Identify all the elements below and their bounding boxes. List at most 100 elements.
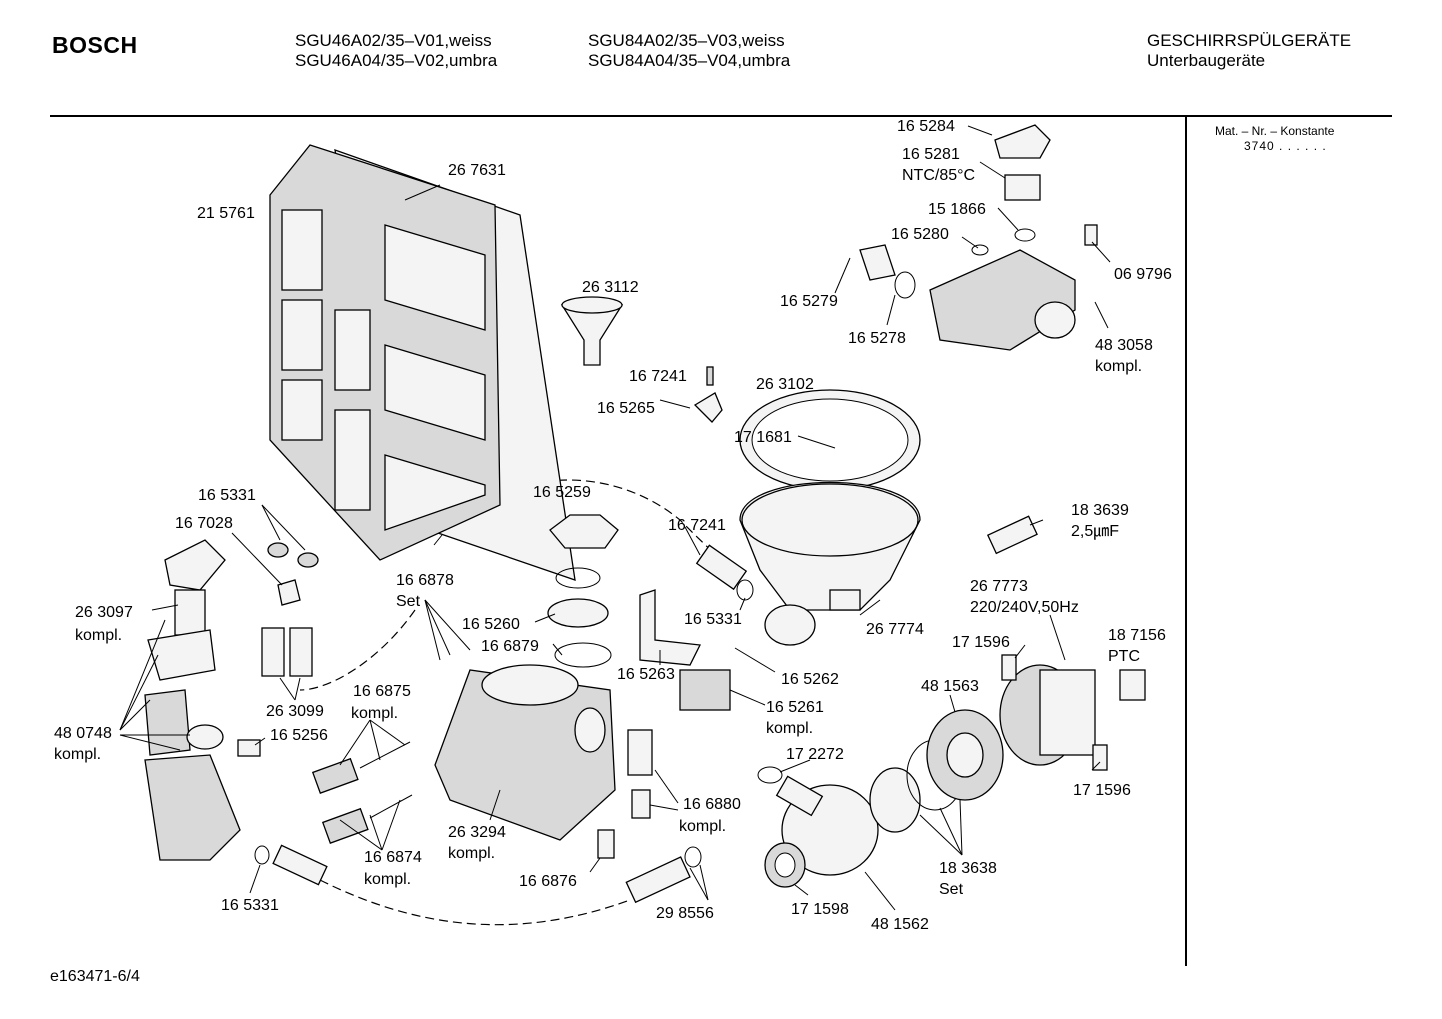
part-label: 16 5284 (897, 118, 955, 135)
leader-line (339, 719, 371, 766)
o-ring (684, 846, 702, 868)
part-label: 48 1563 (921, 678, 979, 695)
part-label: PTC (1108, 648, 1140, 665)
leader-line (967, 125, 993, 136)
o-ring (736, 579, 754, 601)
model-line: SGU84A02/35–V03,weiss (588, 31, 785, 50)
leader-line (369, 719, 406, 746)
insulation-segment (384, 224, 486, 331)
leader-line (534, 613, 556, 623)
model-line: SGU84A04/35–V04,umbra (588, 51, 791, 70)
part-label: 16 6874 (364, 849, 422, 866)
part-label: 220/240V,50Hz (970, 599, 1079, 616)
corrugated-hose (625, 856, 691, 904)
leader-line (949, 694, 956, 713)
sump-outlet (829, 589, 861, 611)
heater-pump-body (1039, 669, 1096, 756)
leader-line (279, 677, 296, 701)
material-number-label: Mat. – Nr. – Konstante (1215, 124, 1335, 138)
part-label: 16 7241 (668, 517, 726, 534)
material-number-value: 3740 . . . . . . (1244, 139, 1327, 153)
part-label: kompl. (54, 746, 101, 763)
part-label: 48 0748 (54, 725, 112, 742)
funnel-part (560, 304, 624, 366)
leader-line (552, 643, 563, 656)
level-sensor (627, 729, 653, 776)
leader-line (294, 677, 301, 701)
part-label: 16 5265 (597, 400, 655, 417)
leader-line (834, 257, 851, 294)
sump-seal-ring (751, 398, 909, 482)
part-label: 16 5278 (848, 330, 906, 347)
lock-nut (549, 514, 619, 549)
part-label: 16 5280 (891, 226, 949, 243)
sump-outlet (764, 604, 816, 646)
leader-line (864, 871, 896, 911)
thread-ring (547, 598, 609, 628)
valve-part (311, 757, 359, 794)
valve-pin (369, 794, 413, 819)
bracket-part (639, 589, 701, 666)
leader-line (939, 807, 963, 856)
o-ring (894, 271, 916, 299)
valve-assembly (144, 689, 191, 756)
part-label: 16 6875 (353, 683, 411, 700)
part-label: 16 5281 (902, 146, 960, 163)
dispenser-body (174, 589, 206, 636)
leader-line (261, 504, 306, 551)
ptc-part (1119, 669, 1146, 701)
corrugated-hose (272, 844, 328, 886)
leader-line (424, 599, 441, 661)
leader-line (424, 599, 451, 656)
leader-line (151, 604, 179, 611)
part-label: 18 3639 (1071, 502, 1129, 519)
leader-line (369, 814, 383, 851)
part-label: kompl. (448, 845, 495, 862)
valve-pin (359, 741, 411, 769)
leader-line (1049, 614, 1066, 661)
document-code: e163471-6/4 (50, 968, 140, 985)
leader-line (659, 399, 691, 409)
part-label: 2,5㎛F (1071, 523, 1119, 540)
leader-line (381, 799, 401, 851)
model-line: SGU46A04/35–V02,umbra (295, 51, 498, 70)
leader-line (433, 534, 443, 546)
part-label: 26 3097 (75, 604, 133, 621)
dispenser-assembly (164, 539, 226, 591)
part-label: 16 6878 (396, 572, 454, 589)
leader-line (734, 647, 776, 673)
model-list-left: SGU46A02/35–V01,weiss SGU46A04/35–V02,um… (295, 31, 497, 71)
softener-lid (481, 664, 579, 706)
part-label: 26 3112 (582, 279, 639, 296)
category-subtitle: Unterbaugeräte (1147, 51, 1266, 70)
pump-seal-inner (774, 852, 796, 878)
insulation-segment (384, 344, 486, 441)
o-ring (254, 845, 270, 865)
gasket-ring (555, 567, 601, 589)
leader-line (859, 599, 881, 616)
cover-cap (994, 124, 1051, 159)
part-label: 16 5263 (617, 666, 675, 683)
o-ring (297, 552, 319, 568)
clip-part (277, 579, 301, 606)
part-label: 21 5761 (197, 205, 255, 222)
softener-inlet (574, 707, 606, 753)
part-label: 16 5256 (270, 727, 328, 744)
leader-line (729, 689, 766, 706)
leader-line (404, 184, 441, 201)
leader-line (339, 819, 383, 851)
pump-cover-inner (946, 732, 984, 778)
leader-line (119, 654, 159, 731)
connector-part (237, 739, 261, 757)
insulation-segment (281, 299, 323, 371)
leader-line (649, 804, 679, 811)
leader-line (684, 526, 701, 556)
ntc-sensor (1004, 174, 1041, 201)
o-ring (267, 542, 289, 558)
clip-part (1084, 224, 1098, 246)
part-label: 26 7774 (866, 621, 924, 638)
leader-line (589, 857, 601, 873)
part-label: 16 5331 (198, 487, 256, 504)
part-label: kompl. (766, 720, 813, 737)
